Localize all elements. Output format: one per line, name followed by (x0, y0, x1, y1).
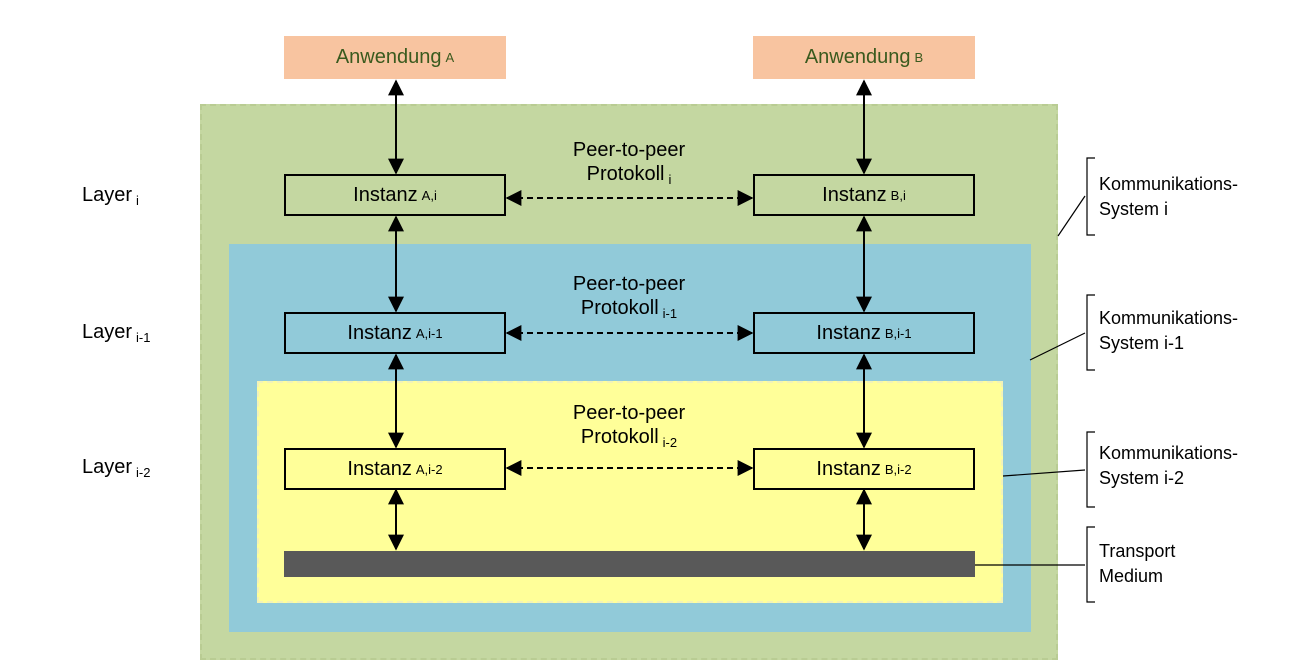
instance-b-i-sub: B,i (890, 187, 906, 203)
leader-system-i-2 (1002, 469, 1086, 477)
protocol-i-sub: i (668, 172, 672, 187)
system-i-1-line1: Kommunikations- (1099, 308, 1239, 328)
instance-b-i-2-sub: B,i-2 (884, 461, 912, 477)
instance-b-i-label: Instanz (822, 183, 887, 206)
system-i-line2: System i (1099, 199, 1169, 219)
protocol-i-2-line1: Peer-to-peer (572, 402, 686, 424)
protocol-i-line1: Peer-to-peer (572, 139, 686, 161)
system-label-transport-medium: Transport Medium (1099, 539, 1175, 589)
instance-a-i-1-sub: A,i-1 (415, 325, 443, 341)
bracket-system-i (1086, 157, 1095, 236)
leader-system-i-1 (1029, 332, 1086, 361)
instance-a-i-1-label: Instanz (347, 321, 412, 344)
instance-a-i-2-sub: A,i-2 (415, 461, 443, 477)
system-i-line1: Kommunikations- (1099, 174, 1239, 194)
instance-b-i-1-sub: B,i-1 (884, 325, 912, 341)
system-label-i: Kommunikations- System i (1099, 172, 1238, 222)
layer-i-2-text: Layer (82, 456, 133, 478)
protocol-i-1-sub: i-1 (662, 306, 678, 321)
application-b-label: Anwendung (804, 46, 911, 68)
bracket-transport-medium (1086, 526, 1095, 603)
layer-i-2-sub: i-2 (136, 465, 151, 480)
layer-i-sub: i (136, 193, 139, 208)
transport-medium-bar (284, 551, 975, 577)
protocol-i-1-line2: Protokoll (580, 297, 659, 319)
system-label-i-1: Kommunikations- System i-1 (1099, 306, 1238, 356)
instance-b-i-2-label: Instanz (816, 457, 881, 480)
protocol-i-1-line1: Peer-to-peer (572, 273, 686, 295)
instance-b-i-1-label: Instanz (816, 321, 881, 344)
layer-i-text: Layer (82, 184, 133, 206)
instance-a-i-label: Instanz (353, 183, 418, 206)
protocol-i-2-line2: Protokoll (580, 426, 659, 448)
instance-a-i-sub: A,i (421, 187, 437, 203)
transport-line2: Medium (1099, 566, 1164, 586)
application-b-sub: B (914, 50, 924, 65)
system-i-2-line1: Kommunikations- (1099, 443, 1239, 463)
bracket-system-i-1 (1086, 294, 1095, 371)
system-i-1-line2: System i-1 (1099, 333, 1185, 353)
protocol-i-2-sub: i-2 (662, 435, 678, 450)
application-a-label: Anwendung (335, 46, 442, 68)
transport-line1: Transport (1099, 541, 1176, 561)
application-a-sub: A (445, 50, 455, 65)
instance-a-i-2-label: Instanz (347, 457, 412, 480)
layer-i-1-sub: i-1 (136, 330, 151, 345)
leader-system-i (1057, 195, 1086, 237)
bracket-system-i-2 (1086, 431, 1095, 508)
system-i-2-line2: System i-2 (1099, 468, 1185, 488)
layer-i-1-text: Layer (82, 321, 133, 343)
system-label-i-2: Kommunikations- System i-2 (1099, 441, 1238, 491)
protocol-i-line2: Protokoll (586, 163, 665, 185)
